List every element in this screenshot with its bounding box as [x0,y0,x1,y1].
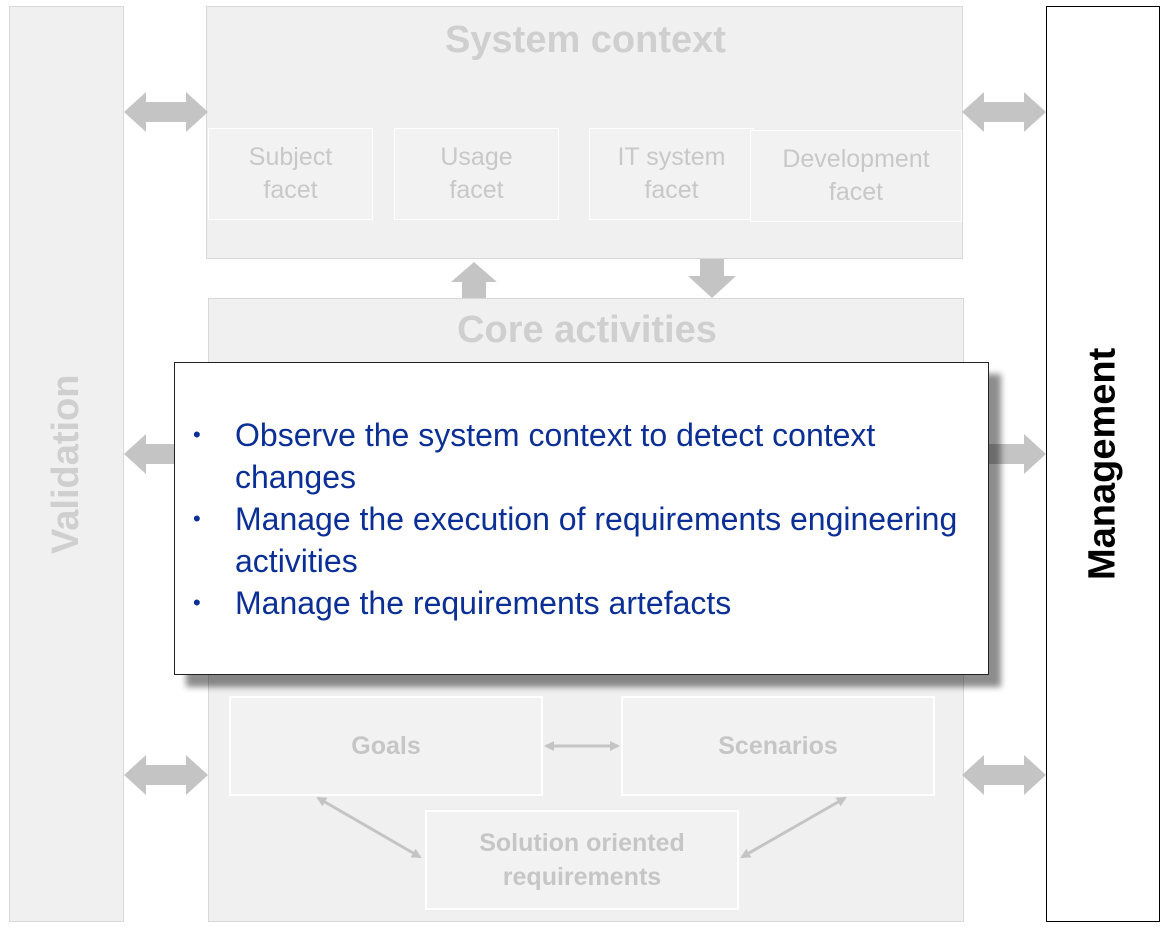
solution-requirements-box: Solution oriented requirements [425,810,739,910]
down-arrow [688,259,736,298]
core-activities-title: Core activities [457,309,717,351]
bullet-icon: • [193,590,201,615]
double-arrow-right-bottom [962,755,1046,795]
validation-label: Validation [45,374,87,554]
double-arrow-right-top [962,92,1046,132]
bullet-icon: • [193,422,201,447]
validation-bar: Validation [9,6,124,922]
bullet-icon: • [193,506,201,531]
goals-box: Goals [229,696,543,796]
popup-bullet-text: Observe the system context to detect con… [235,417,876,495]
popup-bullet-item: • Manage the requirements artefacts [175,582,988,624]
management-bar: Management [1046,6,1160,922]
popup-bullet-text: Manage the requirements artefacts [235,585,732,621]
subject-facet: Subject facet [208,128,373,220]
it-system-facet: IT system facet [589,128,754,220]
double-arrow-left-top [124,92,208,132]
scenarios-box: Scenarios [621,696,935,796]
development-facet: Development facet [750,130,962,222]
system-context-title: System context [445,19,726,61]
popup-bullet-item: • Manage the execution of requirements e… [175,498,988,582]
management-tasks-popup: • Observe the system context to detect c… [174,362,989,675]
usage-facet: Usage facet [394,128,559,220]
double-arrow-left-bottom [124,755,208,795]
popup-bullet-text: Manage the execution of requirements eng… [235,501,958,579]
up-arrow [451,262,497,298]
popup-bullet-list: • Observe the system context to detect c… [175,414,988,624]
management-label: Management [1081,347,1124,581]
popup-bullet-item: • Observe the system context to detect c… [175,414,988,498]
